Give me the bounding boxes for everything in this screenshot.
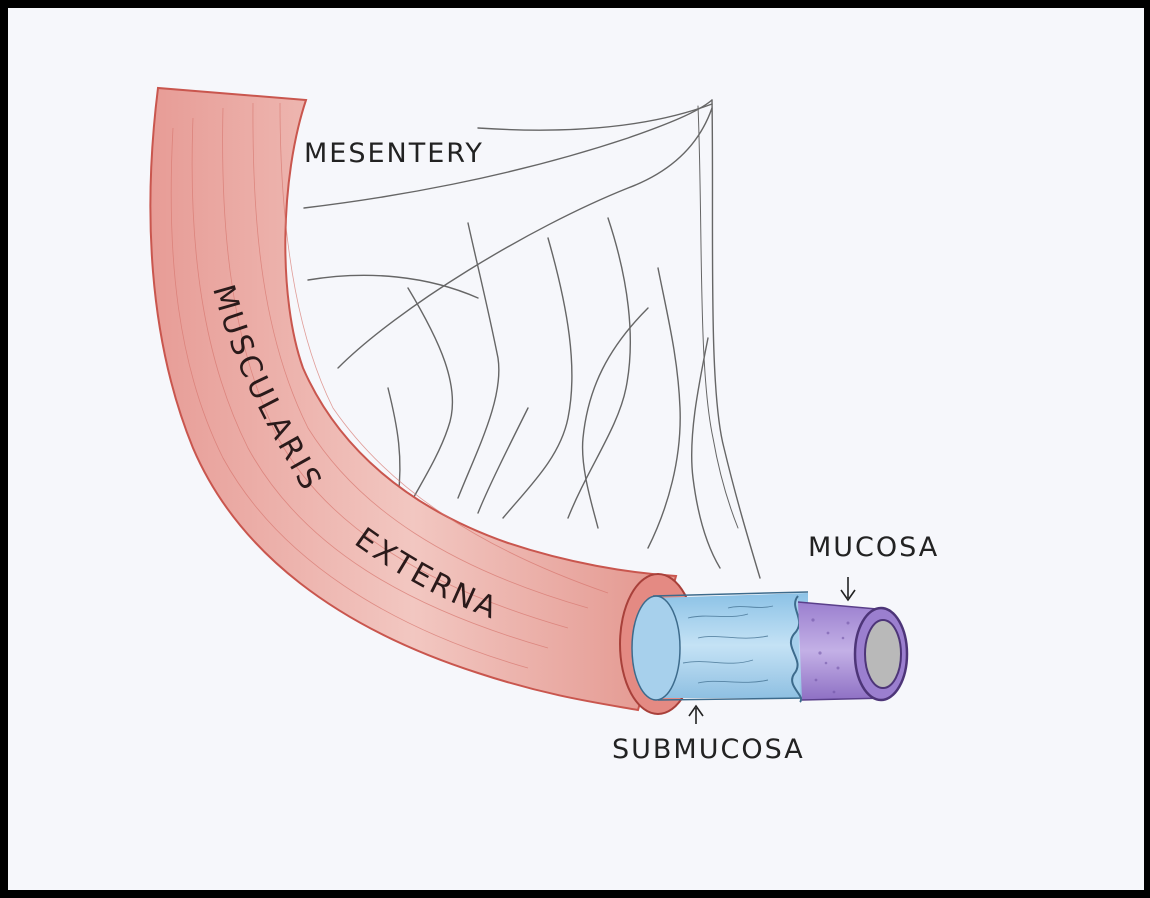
submucosa-label: SUBMUCOSA <box>612 734 805 765</box>
intestine-illustration: MUSCULARIS EXTERNA <box>8 8 1144 890</box>
lumen <box>865 620 901 688</box>
mesentery-label: MESENTERY <box>304 138 484 169</box>
submucosa-tube <box>632 592 808 702</box>
mucosa-tube <box>798 602 907 700</box>
mucosa-label: MUCOSA <box>808 532 939 563</box>
drawing-paper: MUSCULARIS EXTERNA MESENTERY MUCOSA SUBM… <box>8 8 1144 890</box>
muscularis-externa-tube <box>150 88 696 714</box>
